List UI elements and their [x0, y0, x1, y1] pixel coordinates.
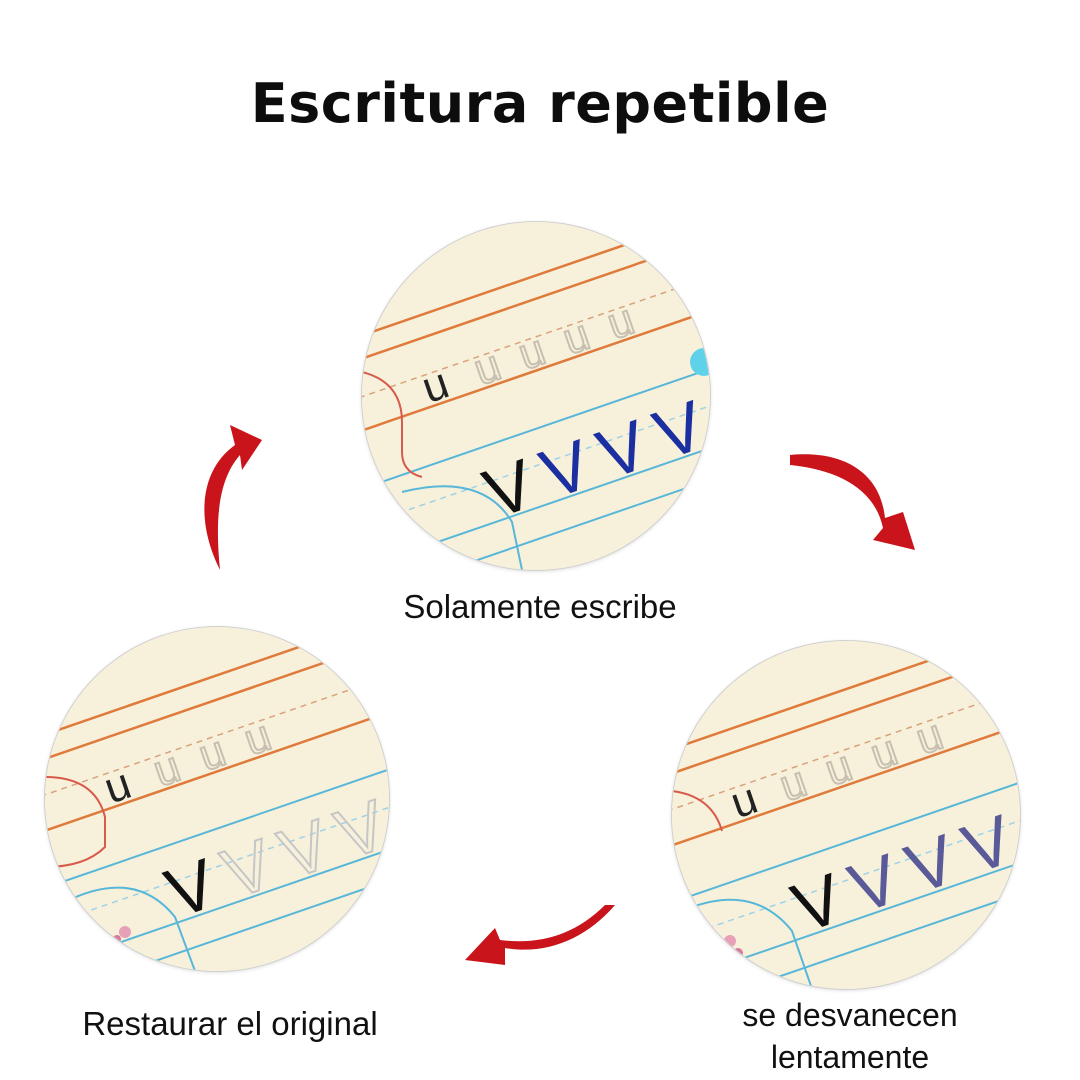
copybook-closeup-writing: u u u u u V V V V	[362, 222, 710, 570]
pen-tip	[690, 348, 710, 376]
step-1-caption: Solamente escribe	[403, 588, 677, 625]
step-1-image-writing: u u u u u V V V V	[362, 222, 710, 570]
step-2-caption: se desvanecen lentamente	[742, 997, 958, 1075]
copybook-closeup-restored: u u u u V V V V	[45, 627, 389, 971]
page-title: Escritura repetible	[250, 72, 830, 135]
cycle-arrow-icon	[785, 440, 925, 560]
cycle-arrow-icon	[455, 900, 620, 975]
cycle-arrow-icon	[190, 400, 270, 575]
copybook-closeup-fading: u u u u u V V V V	[672, 641, 1020, 989]
step-3-caption: Restaurar el original	[82, 1005, 378, 1042]
step-3-image-restored: u u u u V V V V	[45, 627, 389, 971]
step-2-image-fading: u u u u u V V V V	[672, 641, 1020, 989]
